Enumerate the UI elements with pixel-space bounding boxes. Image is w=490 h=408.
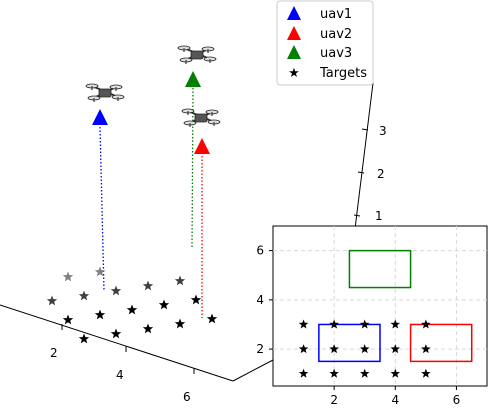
inset-target-star <box>390 344 400 354</box>
target-star <box>78 290 90 301</box>
legend-uav1-marker <box>287 6 301 20</box>
target-star <box>158 299 170 310</box>
inset-regions <box>318 249 473 363</box>
inset-x-tick-label: 6 <box>453 393 461 407</box>
z-tick-mark <box>361 128 369 131</box>
legend-uav2-marker <box>287 26 301 40</box>
inset-target-star <box>298 344 309 354</box>
uav1-projection-line <box>99 126 105 291</box>
drone-icon <box>181 108 221 128</box>
inset-target-star <box>329 319 339 329</box>
target-star <box>206 313 218 324</box>
target-star <box>142 323 154 334</box>
inset-target-star <box>390 319 400 329</box>
inset-target-star <box>329 368 339 378</box>
legend: uav1 uav2 uav3 ★ Targets <box>276 0 374 86</box>
projection-lines <box>99 87 203 318</box>
target-star <box>94 309 106 320</box>
uav1-region <box>318 323 381 363</box>
z-tick-mark <box>357 171 365 174</box>
inset-x-tick-label: 4 <box>391 393 399 407</box>
uav3-projection-line <box>191 87 194 249</box>
legend-uav3-marker <box>287 45 301 59</box>
inset-plot: 2 4 6 2 4 6 <box>256 225 488 407</box>
inset-target-star <box>360 368 370 378</box>
inset-target-star <box>329 344 339 354</box>
inset-target-star <box>360 344 370 354</box>
uav2-marker <box>194 138 210 154</box>
target-star <box>78 333 90 344</box>
target-star <box>126 304 138 315</box>
targets-3d <box>46 266 218 344</box>
z-axis-line <box>352 82 374 246</box>
target-star <box>110 328 122 339</box>
y-axis-line <box>232 359 274 382</box>
inset-target-star <box>390 368 400 378</box>
z-tick-label: 1 <box>375 209 383 223</box>
inset-targets <box>298 319 431 378</box>
target-star <box>46 295 58 306</box>
uav3-marker <box>185 71 201 87</box>
inset-y-tick-label: 6 <box>256 244 264 258</box>
target-star <box>94 266 106 277</box>
legend-label: uav2 <box>320 27 352 42</box>
target-star <box>142 280 154 291</box>
uav2-region <box>409 323 473 363</box>
legend-label: uav1 <box>320 7 352 22</box>
inset-target-star <box>421 368 431 378</box>
target-star <box>174 318 186 329</box>
uav1-marker <box>92 109 108 125</box>
legend-box <box>276 0 374 86</box>
inset-target-star <box>360 319 370 329</box>
inset-target-star <box>421 319 431 329</box>
target-star <box>110 285 122 296</box>
inset-ticks: 2 4 6 2 4 6 <box>256 244 460 407</box>
axes-3d: 2 4 6 1 2 3 <box>0 82 387 404</box>
inset-y-tick-label: 2 <box>256 342 264 356</box>
drone-icon <box>85 83 125 103</box>
inset-target-star <box>421 344 431 354</box>
target-star <box>174 275 186 286</box>
inset-y-tick-label: 4 <box>256 293 264 307</box>
x-tick-label: 6 <box>183 390 191 404</box>
legend-targets-marker: ★ <box>288 66 300 81</box>
target-star <box>62 271 74 282</box>
z-tick-label: 2 <box>377 167 385 181</box>
x-tick-label: 4 <box>116 368 124 382</box>
legend-label: uav3 <box>320 46 352 61</box>
z-tick-mark <box>353 214 361 217</box>
legend-label: Targets <box>319 66 367 81</box>
inset-target-star <box>298 319 309 329</box>
drone-icon <box>177 45 217 65</box>
z-tick-label: 3 <box>379 124 387 138</box>
inset-target-star <box>298 368 309 378</box>
uav-markers <box>92 71 210 154</box>
inset-x-tick-label: 2 <box>330 393 338 407</box>
target-star <box>62 314 74 325</box>
uav3-region <box>348 249 412 289</box>
x-tick-label: 2 <box>50 346 58 360</box>
target-star <box>190 294 202 305</box>
